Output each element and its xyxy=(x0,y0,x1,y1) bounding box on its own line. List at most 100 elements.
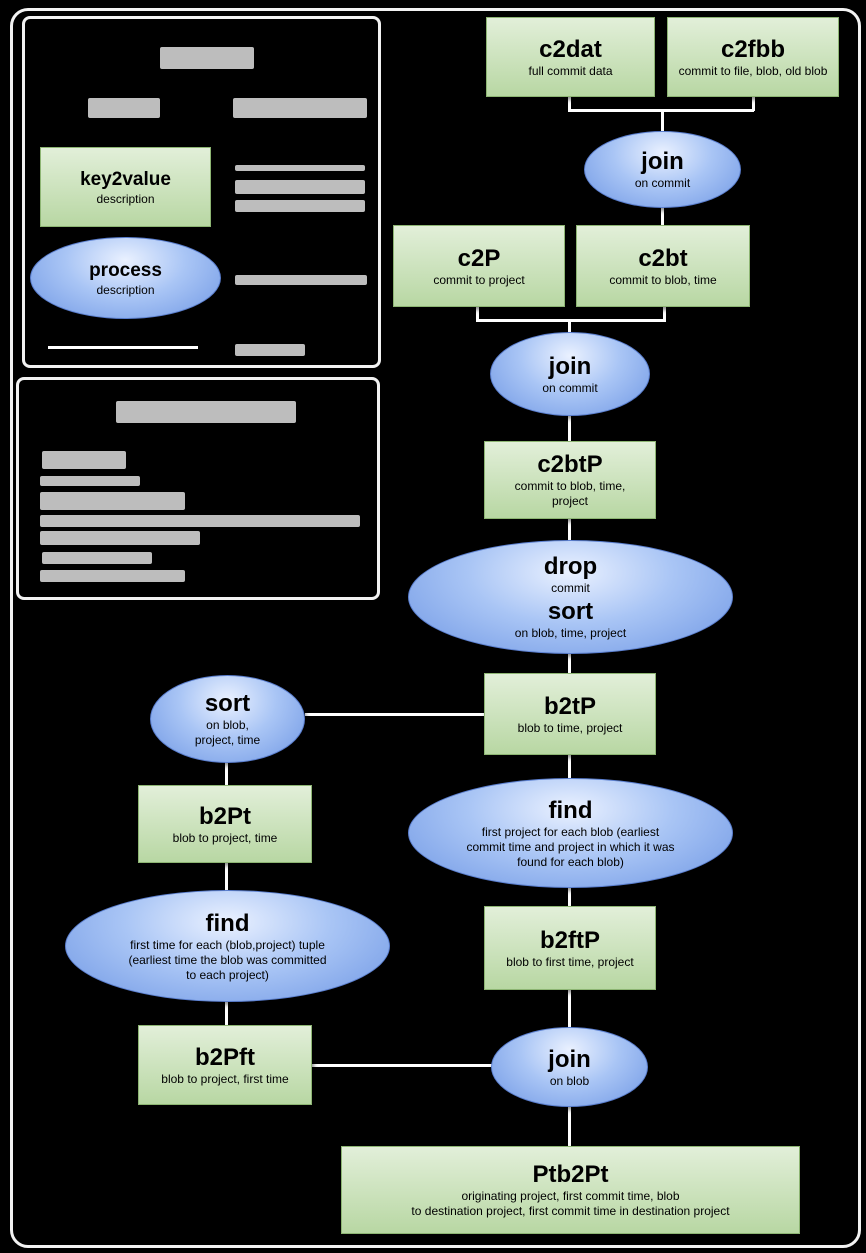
node-title-2: sort xyxy=(547,598,594,625)
connector xyxy=(305,713,485,716)
connector xyxy=(476,319,666,322)
node-desc: blob to time, project xyxy=(517,720,623,735)
legend-text-blur xyxy=(235,180,365,194)
node-desc: full commit data xyxy=(528,63,613,78)
legend-process-ellipse: process description xyxy=(30,237,221,319)
legend-text-blur xyxy=(235,344,305,356)
connector xyxy=(568,652,571,674)
connector xyxy=(752,96,755,111)
node-join-1: join on commit xyxy=(584,131,741,208)
outer-frame xyxy=(10,8,861,1248)
node-b2tP: b2tP blob to time, project xyxy=(484,673,656,755)
connector xyxy=(476,306,479,321)
node-find-2: find first time for each (blob,project) … xyxy=(65,890,390,1002)
legend-col-right-blur xyxy=(233,98,367,118)
node-sort-2: sort on blob, project, time xyxy=(150,675,305,763)
node-title: c2fbb xyxy=(720,35,785,63)
node-c2bt: c2bt commit to blob, time xyxy=(576,225,750,307)
abbrev-heading-blur xyxy=(116,401,296,423)
connector xyxy=(568,988,571,1030)
legend-process-title: process xyxy=(89,259,162,281)
node-join-3: join on blob xyxy=(491,1027,648,1107)
connector xyxy=(568,886,571,908)
node-desc: on commit xyxy=(634,176,691,190)
node-title: c2bt xyxy=(638,244,688,272)
abbrev-text-blur xyxy=(40,492,185,510)
connector xyxy=(225,1000,228,1027)
node-join-2: join on commit xyxy=(490,332,650,416)
connector xyxy=(568,1104,571,1146)
node-drop-sort: drop commit sort on blob, time, project xyxy=(408,540,733,654)
node-title: drop xyxy=(543,553,598,580)
node-b2ftP: b2ftP blob to first time, project xyxy=(484,906,656,990)
connector xyxy=(312,1064,492,1067)
node-desc: commit to blob, time xyxy=(609,272,717,287)
abbrev-text-blur xyxy=(40,531,200,545)
node-desc-2: to destination project, first commit tim… xyxy=(411,1204,730,1218)
node-desc: originating project, first commit time, … xyxy=(461,1189,680,1203)
legend-heading-blur xyxy=(160,47,254,69)
node-desc-2: on blob, time, project xyxy=(514,626,627,640)
node-c2P: c2P commit to project xyxy=(393,225,565,307)
node-desc: on blob xyxy=(549,1073,590,1088)
node-title: b2Pt xyxy=(198,802,251,830)
connector xyxy=(661,206,664,226)
connector xyxy=(568,754,571,780)
node-c2btP: c2btP commit to blob, time, project xyxy=(484,441,656,519)
node-desc: blob to project, time xyxy=(172,830,278,845)
node-b2Pt: b2Pt blob to project, time xyxy=(138,785,312,863)
node-c2fbb: c2fbb commit to file, blob, old blob xyxy=(667,17,839,97)
abbrev-text-blur xyxy=(40,476,140,486)
node-desc: blob to first time, project xyxy=(506,954,634,969)
node-title: Ptb2Pt xyxy=(532,1161,609,1188)
node-desc: on blob, project, time xyxy=(194,718,261,747)
node-desc: on commit xyxy=(542,380,598,395)
node-title: b2ftP xyxy=(540,926,600,954)
legend-box-desc: description xyxy=(96,191,155,206)
abbrev-text-blur xyxy=(42,451,126,469)
node-desc: first time for each (blob,project) tuple… xyxy=(128,937,327,982)
legend-panel xyxy=(22,16,381,368)
abbrev-text-blur xyxy=(40,570,185,582)
node-b2Pft: b2Pft blob to project, first time xyxy=(138,1025,312,1105)
node-desc: commit to project xyxy=(433,272,525,287)
node-Ptb2Pt: Ptb2Pt originating project, first commit… xyxy=(341,1146,800,1234)
connector xyxy=(225,760,228,787)
node-title: c2btP xyxy=(537,451,603,478)
node-title: c2P xyxy=(457,244,501,272)
legend-connector xyxy=(48,346,198,349)
abbrev-text-blur xyxy=(42,552,152,564)
connector xyxy=(568,414,571,442)
legend-process-desc: description xyxy=(96,282,155,297)
node-title: find xyxy=(205,909,250,937)
connector xyxy=(568,319,571,337)
node-title: b2Pft xyxy=(195,1043,255,1071)
connector xyxy=(663,306,666,321)
node-desc: commit to blob, time, project xyxy=(514,479,626,508)
node-find-1: find first project for each blob (earlie… xyxy=(408,778,733,888)
legend-text-blur xyxy=(235,275,367,285)
abbreviations-panel xyxy=(16,377,380,600)
legend-text-blur xyxy=(235,165,365,171)
node-title: join xyxy=(548,1045,591,1073)
node-title: b2tP xyxy=(543,692,596,720)
node-c2dat: c2dat full commit data xyxy=(486,17,655,97)
node-title: find xyxy=(548,796,593,824)
legend-col-left-blur xyxy=(88,98,160,118)
connector xyxy=(225,862,228,892)
node-title: sort xyxy=(204,690,251,717)
abbrev-text-blur xyxy=(40,515,360,527)
node-desc: first project for each blob (earliest co… xyxy=(466,824,675,869)
legend-text-blur xyxy=(235,200,365,212)
legend-key2value-box: key2value description xyxy=(40,147,211,227)
node-desc: commit xyxy=(551,581,590,595)
node-title: c2dat xyxy=(539,35,602,63)
legend-box-title: key2value xyxy=(80,168,171,190)
node-desc: commit to file, blob, old blob xyxy=(678,63,828,78)
connector xyxy=(568,518,571,545)
node-title: join xyxy=(548,352,592,380)
node-desc: blob to project, first time xyxy=(161,1071,289,1086)
node-title: join xyxy=(641,148,684,175)
connector xyxy=(568,96,571,111)
